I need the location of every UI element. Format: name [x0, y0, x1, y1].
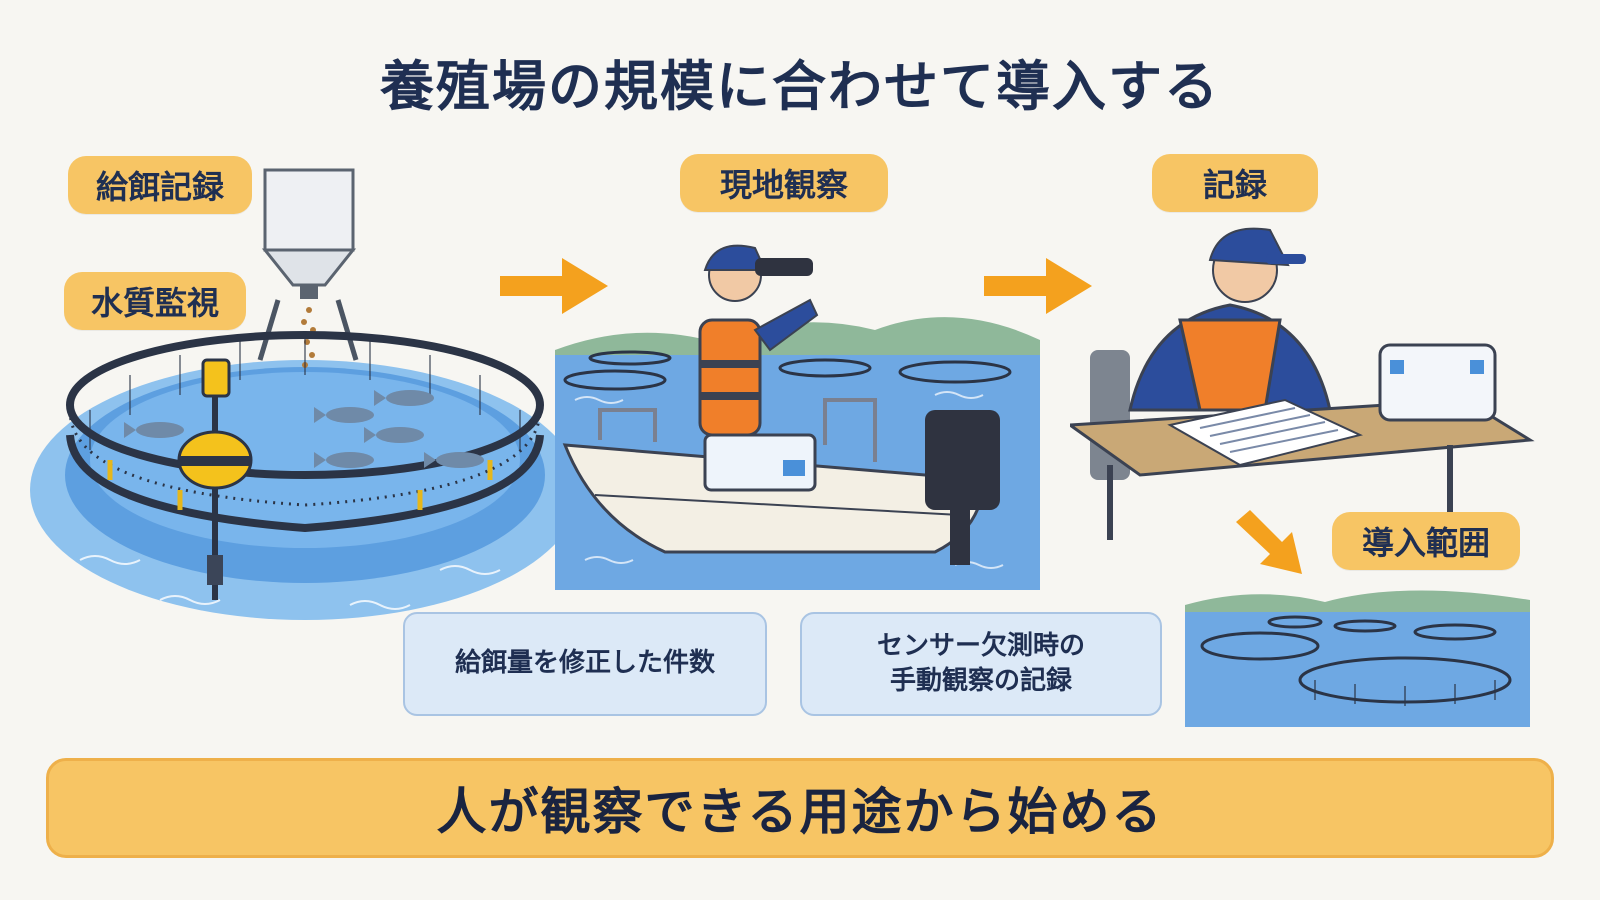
label-field-observation: 現地観察: [680, 154, 888, 212]
boat-icon: [562, 398, 1000, 565]
arrow-right-icon: [500, 258, 608, 314]
arrow-right-icon: [984, 258, 1092, 314]
recording-scene: [1070, 227, 1535, 540]
label-scope: 導入範囲: [1332, 512, 1520, 570]
worker-binoculars-icon: [698, 244, 819, 437]
label-feeding-record: 給餌記録: [68, 156, 252, 214]
note-manual-observation-line2: 手動観察の記録: [889, 666, 1072, 696]
conclusion-banner: 人が観察できる用途から始める: [46, 758, 1554, 858]
fish-cage-scene: [30, 168, 580, 620]
boat-observation-scene: [555, 244, 1040, 590]
page-title: 養殖場の規模に合わせて導入する: [380, 55, 1220, 118]
note-feed-corrections: 給餌量を修正した件数: [403, 612, 767, 716]
arrow-down-right-icon: [1236, 510, 1302, 574]
label-water-quality: 水質監視: [64, 272, 246, 330]
sensor-buoy-icon: [177, 358, 253, 600]
fish-group: [124, 390, 484, 468]
worker-writing-icon: [1128, 227, 1332, 412]
note-manual-observation: センサー欠測時の 手動観察の記録: [800, 612, 1162, 716]
note-feed-corrections-text: 給餌量を修正した件数: [454, 648, 715, 679]
scope-cages-scene: [1185, 590, 1530, 727]
note-manual-observation-line1: センサー欠測時の: [876, 630, 1085, 661]
label-record: 記録: [1152, 154, 1318, 212]
